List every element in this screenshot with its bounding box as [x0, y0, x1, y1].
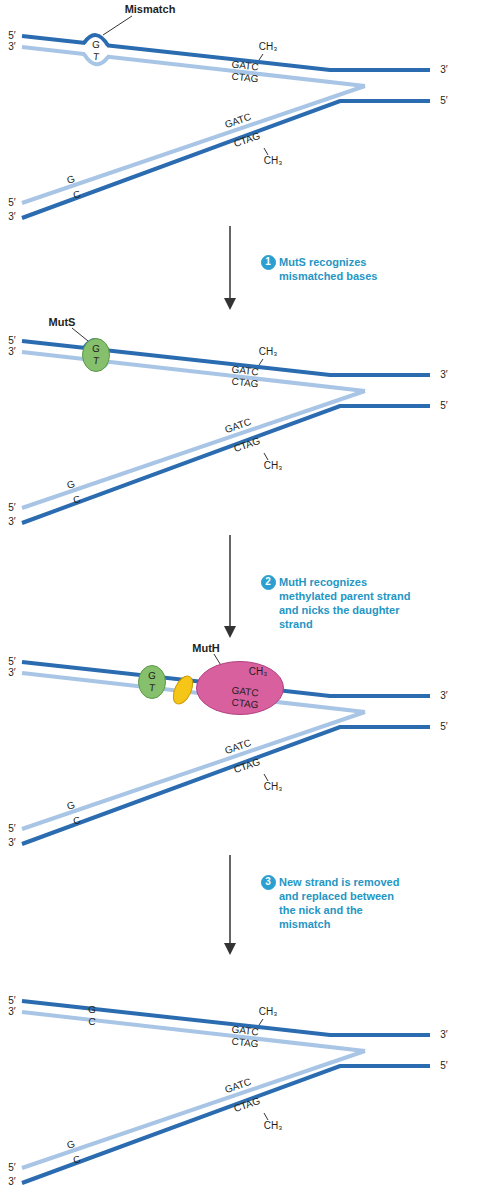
leader-line: [103, 16, 132, 35]
base-letter: T: [92, 356, 99, 367]
strand-end-label: 5′: [440, 1061, 447, 1071]
strand-end-label: 5′: [8, 31, 15, 41]
strand-end-label: 3′: [440, 370, 447, 380]
strand-end-label: 3′: [8, 347, 15, 357]
step-text: New strand is removed and replaced betwe…: [279, 875, 407, 931]
replication-fork: [22, 341, 430, 523]
base-letter: CTAG: [233, 436, 262, 454]
base-letter: G: [148, 671, 157, 682]
callout-number: 2: [265, 577, 271, 587]
base-letter: G: [66, 174, 77, 186]
base-letter: CTAG: [231, 698, 259, 711]
protein-mutl: [169, 673, 196, 707]
strand-end-label: 5′: [8, 336, 15, 346]
base-letter: GATC: [231, 365, 259, 378]
base-letter: G: [92, 344, 101, 355]
replication-fork: [22, 36, 430, 218]
callout-circle: [261, 875, 275, 889]
strand-end-label: 3′: [440, 1030, 447, 1040]
base-letter: G: [88, 1005, 97, 1016]
strand-end-label: 3′: [8, 1177, 15, 1187]
strand-end-label: 5′: [8, 996, 15, 1006]
base-letter: T: [148, 683, 155, 694]
step-text: MutS recognizes mismatched bases: [279, 255, 399, 283]
base-letter: G: [66, 479, 77, 491]
callout-circle: 2: [261, 575, 276, 590]
step-text: MutH recognizes methylated parent strand…: [279, 575, 419, 631]
muts-protein: GT: [138, 665, 166, 699]
base-letter: C: [72, 189, 82, 201]
base-letter: G: [92, 40, 101, 51]
base-letter: CTAG: [233, 1096, 262, 1114]
step-arrow: [229, 535, 231, 628]
strand-end-label: 5′: [8, 198, 15, 208]
methyl-group: CH₃: [264, 156, 283, 166]
strand-end-label: 3′: [440, 65, 447, 75]
arrow-head: [224, 298, 236, 310]
strand-end-label: 3′: [8, 1007, 15, 1017]
strand-end-label: 5′: [8, 503, 15, 513]
base-letter: GATC: [224, 417, 253, 435]
muth-protein: [197, 662, 284, 715]
strand-end-label: 3′: [8, 668, 15, 678]
methyl-group: CH₃: [264, 782, 283, 792]
strand-end-label: 5′: [8, 657, 15, 667]
strand-end-label: 5′: [440, 401, 447, 411]
base-letter: GATC: [224, 738, 253, 756]
base-letter: G: [66, 800, 77, 812]
strand-end-label: 5′: [440, 96, 447, 106]
methyl-group: CH₃: [264, 461, 283, 471]
strand-end-label: 5′: [8, 1163, 15, 1173]
base-letter: T: [92, 52, 99, 63]
base-letter: C: [72, 494, 82, 506]
base-letter: CTAG: [231, 377, 259, 390]
step-arrow: [229, 226, 231, 300]
strand-end-label: 5′: [440, 722, 447, 732]
callout-circle: [261, 575, 275, 589]
leader-line: [72, 328, 88, 341]
strand-end-label: 5′: [8, 824, 15, 834]
muts-protein: [83, 339, 110, 372]
callout-label: Mismatch: [125, 4, 176, 15]
strand-end-label: 3′: [8, 838, 15, 848]
methyl-group: CH₃: [264, 1121, 283, 1131]
base-letter: GATC: [224, 1077, 253, 1095]
base-letter: GATC: [224, 112, 253, 130]
base-letter: C: [72, 1154, 82, 1166]
protein-name: MutH: [192, 643, 220, 654]
base-letter: C: [88, 1017, 96, 1028]
arrow-head: [224, 626, 236, 638]
base-letter: CTAG: [231, 72, 259, 85]
muts-protein: MutSGT: [82, 338, 110, 372]
base-letter: CTAG: [233, 757, 262, 775]
callout-number: 3: [265, 877, 271, 887]
base-letter: CTAG: [233, 131, 262, 149]
mismatch-bubble: [84, 35, 108, 64]
base-letter: G: [66, 1139, 77, 1151]
strand-end-label: 3′: [8, 517, 15, 527]
methyl-group: CH₃: [259, 1007, 278, 1017]
replication-fork: [22, 1001, 430, 1183]
muts-protein: [139, 666, 166, 699]
callout-circle: [261, 255, 275, 269]
arrow-head: [224, 943, 236, 955]
strand-end-label: 3′: [8, 42, 15, 52]
base-letter: C: [72, 815, 82, 827]
strand-end-label: 3′: [440, 691, 447, 701]
base-letter: GATC: [231, 60, 259, 73]
strand-end-label: 3′: [8, 212, 15, 222]
step-arrow: [229, 855, 231, 945]
base-letter: CTAG: [231, 1037, 259, 1050]
callout-circle: 1: [261, 255, 276, 270]
callout-number: 1: [265, 257, 271, 267]
methyl-group: CH₃: [249, 667, 268, 677]
callout-circle: 3: [261, 875, 276, 890]
methyl-group: CH₃: [259, 42, 278, 52]
replication-fork: [22, 662, 430, 844]
protein-name: MutS: [49, 317, 76, 328]
base-letter: GATC: [231, 1025, 259, 1038]
methyl-group: CH₃: [259, 347, 278, 357]
